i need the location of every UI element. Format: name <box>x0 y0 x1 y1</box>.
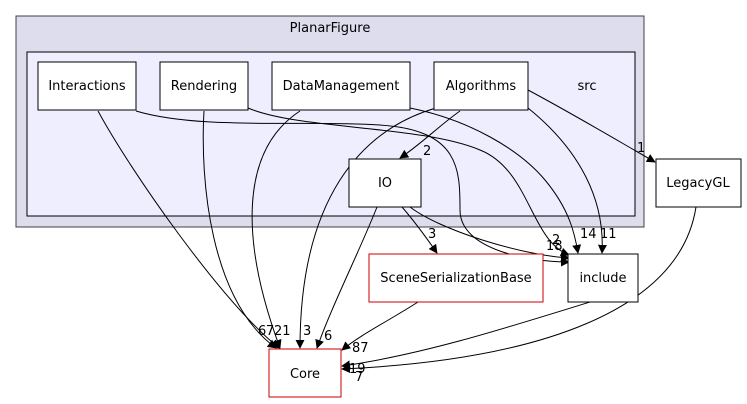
edge-label-include-core: 19 <box>349 362 366 377</box>
node-interactions-label: Interactions <box>48 79 126 94</box>
edge-label-datamanagement-include: 14 <box>580 227 597 242</box>
cluster-src-label: src <box>578 79 597 94</box>
edge-algorithms-include[interactable] <box>527 107 607 254</box>
node-rendering[interactable]: Rendering <box>159 61 249 111</box>
edge-label-rendering-core: 7 <box>266 324 274 339</box>
edge-datamanagement-include[interactable] <box>409 107 582 254</box>
node-interactions[interactable]: Interactions <box>37 61 137 111</box>
edge-label-io-include: 18 <box>546 239 563 254</box>
edge-label-algorithms-legacygl: 1 <box>637 141 645 156</box>
edge-label-io-core: 6 <box>324 329 332 344</box>
node-algorithms[interactable]: Algorithms <box>433 61 529 111</box>
edge-label-algorithms-core: 3 <box>303 324 311 339</box>
node-legacygl[interactable]: LegacyGL <box>655 158 742 208</box>
node-datamanagement[interactable]: DataManagement <box>271 61 411 111</box>
edge-sceneserial-core[interactable] <box>341 301 419 351</box>
cluster-planarfigure-label: PlanarFigure <box>290 21 371 36</box>
node-core-label: Core <box>290 367 320 382</box>
node-sceneserializationbase-label: SceneSerializationBase <box>380 271 531 286</box>
edge-label-algorithms-include: 11 <box>600 227 617 242</box>
edge-label-sceneserial-core: 87 <box>352 341 369 356</box>
edge-rendering-core[interactable] <box>202 110 277 349</box>
edge-rendering-include[interactable] <box>247 107 570 257</box>
edge-datamanagement-core[interactable] <box>251 110 301 349</box>
edge-algorithms-legacygl[interactable] <box>527 89 656 163</box>
edge-label-interactions-core: 6 <box>258 324 266 339</box>
edge-io-core[interactable] <box>315 206 378 349</box>
node-include-label: include <box>579 271 626 286</box>
edge-label-io-sceneserial: 3 <box>428 227 436 242</box>
edge-io-sceneserial[interactable] <box>401 206 438 254</box>
node-legacygl-label: LegacyGL <box>666 176 730 191</box>
edge-include-core[interactable] <box>341 301 591 370</box>
edge-interactions-include[interactable] <box>135 110 570 267</box>
edge-algorithms-core[interactable] <box>295 107 437 349</box>
edge-io-include[interactable] <box>409 206 570 262</box>
node-core[interactable]: Core <box>268 348 342 398</box>
node-rendering-label: Rendering <box>171 79 237 94</box>
node-datamanagement-label: DataManagement <box>283 79 400 94</box>
edge-label-datamanagement-core: 21 <box>274 324 291 339</box>
edge-algorithms-io[interactable] <box>399 110 461 159</box>
node-algorithms-label: Algorithms <box>446 79 517 94</box>
node-io[interactable]: IO <box>348 158 422 208</box>
edge-label-legacygl-core: 7 <box>355 370 363 385</box>
edge-legacygl-core[interactable] <box>341 206 697 374</box>
edge-interactions-core[interactable] <box>97 110 280 349</box>
node-io-label: IO <box>378 176 392 191</box>
edge-label-interactions-include: 2 <box>552 233 560 248</box>
node-include[interactable]: include <box>567 253 639 303</box>
node-sceneserializationbase[interactable]: SceneSerializationBase <box>368 253 544 303</box>
edge-label-algorithms-io: 2 <box>423 144 431 159</box>
